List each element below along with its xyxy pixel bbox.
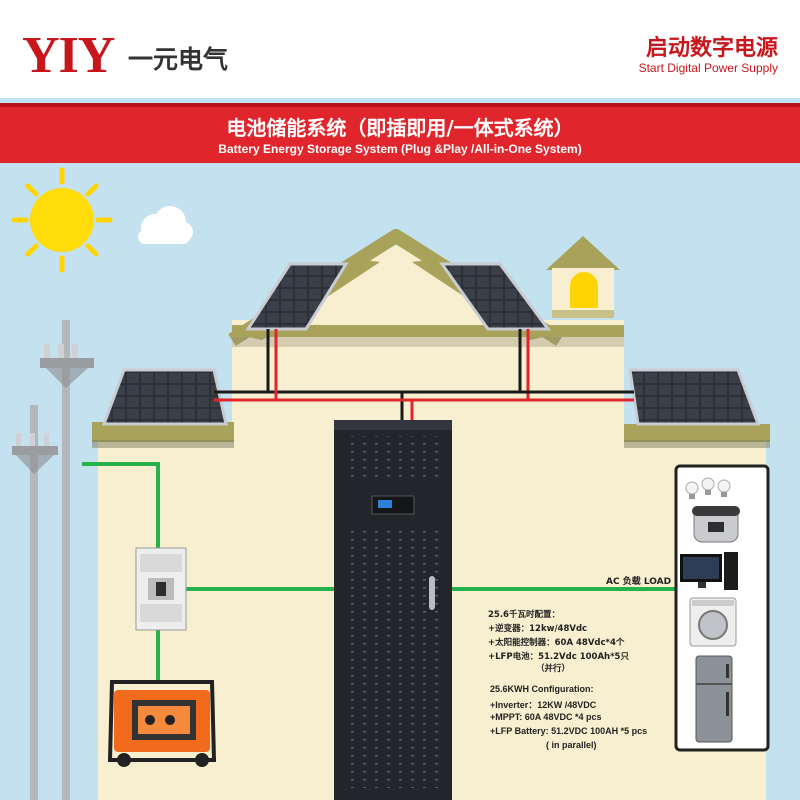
config-cn-line: +LFP电池：51.2Vdc 100Ah*5只 (488, 652, 629, 662)
config-cn-line: +太阳能控制器：60A 48Vdc*4个 (488, 638, 625, 648)
generator-icon (107, 680, 217, 767)
solar-panel-icon (628, 368, 761, 426)
solar-panel-icon (101, 368, 228, 426)
title-banner: 电池储能系统（即插即用/一体式系统） Battery Energy Storag… (0, 103, 800, 163)
dc-wiring (214, 329, 634, 420)
refrigerator-icon (695, 655, 733, 743)
utility-pole-icon (12, 405, 58, 800)
header: YIY 一元电气 启动数字电源 Start Digital Power Supp… (0, 0, 800, 98)
sun-icon (11, 167, 113, 273)
config-en-line: +Inverter：12KW /48VDC (490, 700, 597, 710)
config-cn-title: 25.6千瓦时配置： (488, 610, 560, 620)
brand-logo: YIY (22, 27, 115, 84)
solar-panel-icon (245, 262, 349, 331)
banner-title-en: Battery Energy Storage System (Plug &Pla… (218, 142, 582, 156)
config-en-title: 25.6KWH Configuration: (490, 684, 594, 694)
config-cn-line: （并行） (536, 664, 571, 674)
transfer-switch-icon (135, 547, 187, 631)
config-cn-line: +逆变器：12kw/48Vdc (488, 624, 588, 634)
slogan-en: Start Digital Power Supply (638, 61, 778, 75)
banner-title-cn: 电池储能系统（即插即用/一体式系统） (226, 116, 574, 140)
ac-load-label: AC 负载 LOAD (606, 577, 672, 587)
rice-cooker-icon (692, 506, 740, 543)
config-en-line: +MPPT: 60A 48VDC *4 pcs (490, 712, 602, 722)
utility-pole-icon (40, 320, 94, 800)
config-en-line: +LFP Battery: 51.2VDC 100AH *5 pcs (490, 726, 648, 736)
ac-wiring (82, 462, 676, 684)
battery-cabinet-icon (334, 420, 452, 800)
config-en-line: ( in parallel) (546, 740, 597, 750)
solar-panel-icon (439, 262, 551, 331)
light-bulb-icon (685, 477, 731, 499)
cloud-icon (138, 206, 193, 244)
brand-name: 一元电气 (128, 45, 229, 74)
desktop-computer-icon (680, 552, 738, 590)
washing-machine-icon (689, 597, 737, 647)
slogan-cn: 启动数字电源 (645, 36, 778, 61)
